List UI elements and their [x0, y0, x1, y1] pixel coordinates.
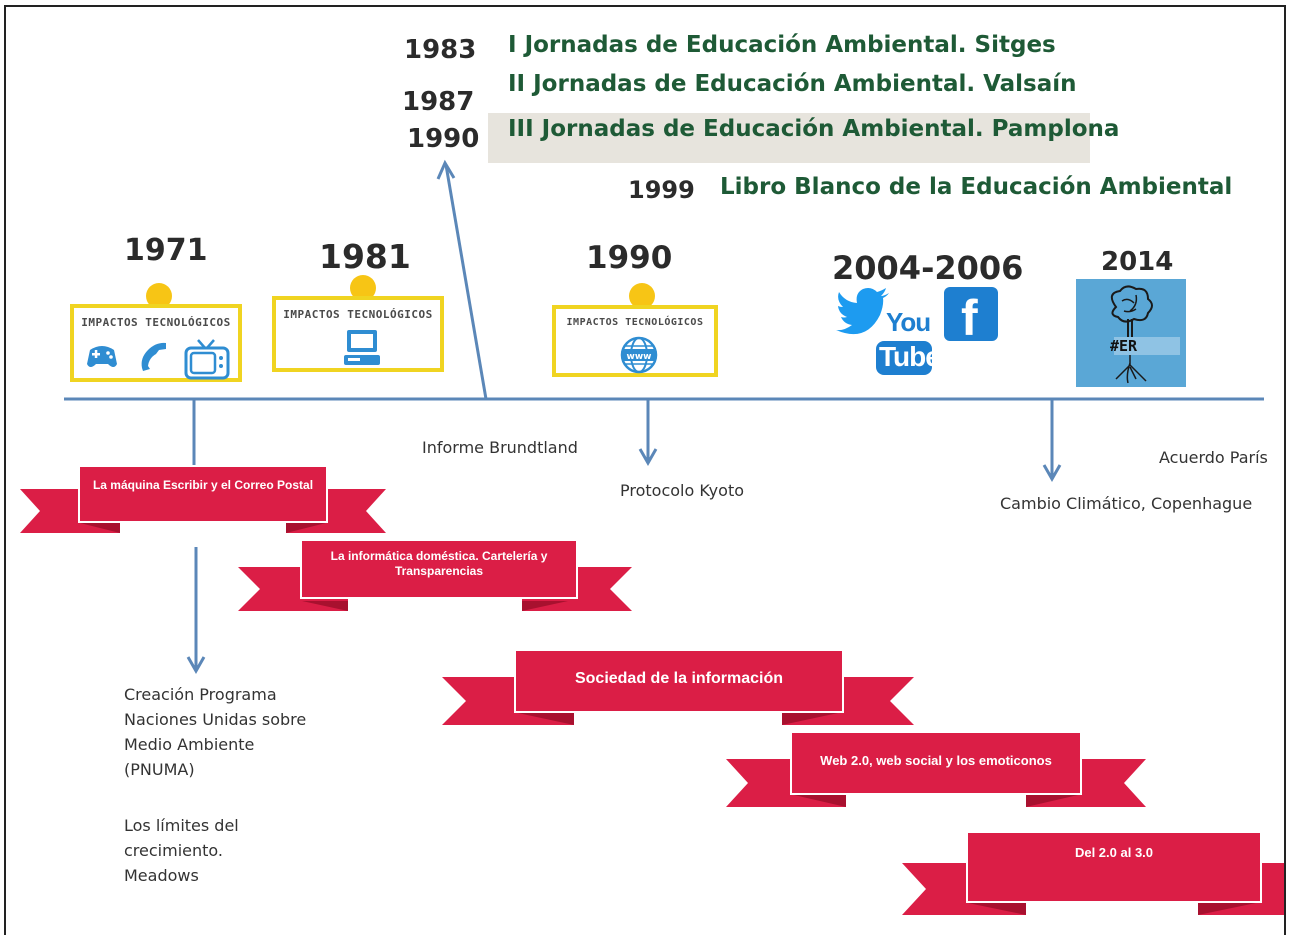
svg-text:www: www	[627, 352, 652, 362]
timeline-diagram: 1983 1987 1990 1999 I Jornadas de Educac…	[4, 5, 1286, 935]
ribbon-line: La máquina Escribir y el Correo Postal	[92, 477, 314, 492]
ribbon-line: La informática doméstica. Cartelería y	[330, 549, 548, 563]
facebook-icon: f	[944, 287, 998, 341]
pnuma-line: Creación Programa	[124, 685, 277, 704]
facebook-f: f	[961, 290, 978, 341]
ribbon-line: Del 2.0 al 3.0	[1074, 844, 1154, 860]
ribbon-sociedad-informacion: Sociedad de la información	[442, 649, 914, 725]
libro-blanco: Libro Blanco de la Educación Ambiental	[720, 174, 1233, 200]
cambio-climatico-copenhague: Cambio Climático, Copenhague	[1000, 494, 1253, 513]
impactos-box-1971: IMPACTOS TECNOLÓGICOS	[70, 304, 242, 382]
year-2004-2006: 2004-2006	[832, 249, 1024, 287]
tv-icon	[184, 339, 230, 380]
ribbon-informatica-domestica: La informática doméstica. Cartelería y T…	[238, 539, 632, 611]
year-1990-top: 1990	[407, 124, 480, 154]
jornadas-valsain: II Jornadas de Educación Ambiental. Vals…	[508, 71, 1077, 97]
ribbon-label: Web 2.0, web social y los emoticonos	[790, 731, 1082, 795]
youtube-you: You	[886, 307, 931, 337]
ribbon-line: Sociedad de la información	[574, 670, 784, 687]
box-title: IMPACTOS TECNOLÓGICOS	[283, 308, 433, 321]
twitter-icon	[836, 288, 889, 335]
jornadas-pamplona: III Jornadas de Educación Ambiental. Pam…	[508, 116, 1120, 142]
arrow-up-jornadas	[444, 164, 488, 400]
ser-logo-text: #ER	[1110, 337, 1138, 355]
pnuma-line: (PNUMA)	[124, 760, 195, 779]
pnuma-line: Naciones Unidas sobre	[124, 710, 307, 729]
year-1971: 1971	[124, 233, 208, 268]
youtube-icon: You Tube	[874, 307, 941, 375]
highlight-band	[488, 113, 1090, 163]
impactos-box-1981: IMPACTOS TECNOLÓGICOS	[272, 296, 444, 372]
year-1983: 1983	[404, 35, 477, 65]
protocolo-kyoto: Protocolo Kyoto	[620, 481, 744, 500]
limits-line: Meadows	[124, 866, 199, 885]
www-globe-icon: www	[620, 336, 658, 374]
limits-line: Los límites del	[124, 816, 239, 835]
ribbon-label: Sociedad de la información	[514, 649, 844, 713]
ribbon-label: Del 2.0 al 3.0	[966, 831, 1262, 903]
jornadas-sitges: I Jornadas de Educación Ambiental. Sitge…	[508, 32, 1056, 58]
computer-icon	[344, 330, 380, 365]
acuerdo-paris: Acuerdo París	[1159, 448, 1268, 467]
box-title: IMPACTOS TECNOLÓGICOS	[566, 317, 704, 328]
limits-text: Los límites del crecimiento. Meadows	[124, 813, 239, 888]
year-1987: 1987	[402, 87, 475, 117]
ribbon-del-2-0-al-3-0: Del 2.0 al 3.0	[902, 831, 1284, 915]
youtube-tube-label: Tube	[879, 341, 941, 372]
pnuma-text: Creación Programa Naciones Unidas sobre …	[124, 682, 306, 782]
timeline-lines	[64, 159, 1264, 675]
impactos-box-1990: IMPACTOS TECNOLÓGICOS www	[552, 305, 718, 377]
gamepad-icon	[87, 346, 117, 367]
ribbon-web-2-0: Web 2.0, web social y los emoticonos	[726, 731, 1146, 807]
informe-brundtland: Informe Brundtland	[422, 438, 578, 457]
year-1999: 1999	[628, 176, 695, 204]
youtube-tube	[876, 341, 932, 375]
limits-line: crecimiento.	[124, 841, 223, 860]
ribbon-line: Transparencias	[394, 564, 484, 578]
year-1981: 1981	[319, 237, 411, 276]
pnuma-line: Medio Ambiente	[124, 735, 255, 754]
ser-logo: #ER	[1076, 279, 1186, 387]
ribbon-label: La informática doméstica. Cartelería y T…	[300, 539, 578, 599]
phone-icon	[141, 342, 166, 371]
ribbon-label: La máquina Escribir y el Correo Postal	[78, 465, 328, 523]
box-title: IMPACTOS TECNOLÓGICOS	[81, 316, 231, 329]
brain-tree-logo	[1110, 285, 1180, 384]
year-1990-mid: 1990	[586, 240, 673, 276]
ribbon-line: Web 2.0, web social y los emoticonos	[820, 752, 1052, 768]
ribbon-maquina-escribir: La máquina Escribir y el Correo Postal	[20, 465, 386, 533]
year-2014: 2014	[1101, 247, 1174, 277]
